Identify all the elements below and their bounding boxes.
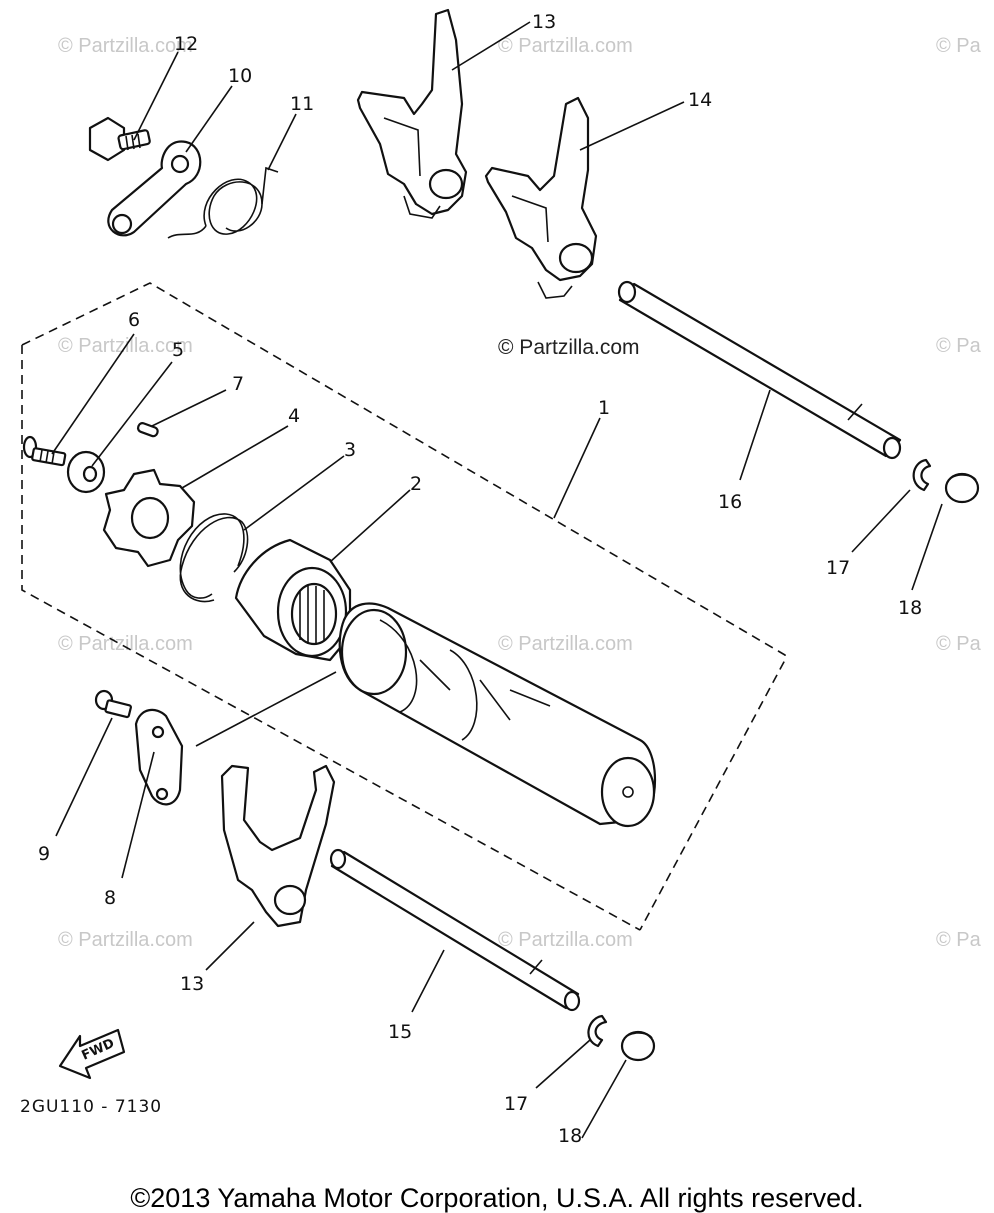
callout-17: 17 [504, 1093, 528, 1115]
screw-9 [94, 689, 132, 719]
shift-fork-13-top [356, 8, 468, 219]
watermark: © Partzilla.com [58, 929, 193, 951]
plug-18-bottom [620, 1030, 656, 1062]
guide-bar-16 [617, 280, 902, 460]
watermark: © Pa [936, 633, 982, 655]
shift-fork-13-bottom [220, 764, 336, 928]
assembly-outline [21, 282, 786, 931]
callout-5: 5 [172, 339, 184, 361]
fwd-arrow-icon: FWD [58, 1028, 126, 1080]
shift-fork-14 [484, 96, 598, 299]
callout-9: 9 [38, 843, 50, 865]
callout-18: 18 [898, 597, 922, 619]
screw-6 [22, 435, 67, 467]
callout-15: 15 [388, 1021, 412, 1043]
callout-6: 6 [128, 309, 140, 331]
callout-13: 13 [532, 11, 556, 33]
circlip-17-bottom [587, 1014, 608, 1048]
spring-11 [167, 166, 279, 239]
callout-numbers: 12 10 11 13 14 6 5 7 4 3 2 1 16 17 18 9 … [38, 11, 922, 1147]
watermark: © Partzilla.com [498, 929, 633, 951]
circlip-3 [179, 513, 249, 603]
watermark: © Partzilla.com [498, 633, 633, 655]
watermark: © Pa [936, 929, 982, 951]
circlip-17-right [912, 458, 932, 492]
callout-11: 11 [290, 93, 314, 115]
callout-3: 3 [344, 439, 356, 461]
callout-17: 17 [826, 557, 850, 579]
plate-8 [134, 708, 184, 806]
watermark: © Pa [936, 35, 982, 57]
callout-14: 14 [688, 89, 712, 111]
shift-drum-1 [338, 602, 656, 828]
watermark: © Pa [936, 335, 982, 357]
callout-1: 1 [598, 397, 610, 419]
callout-12: 12 [174, 33, 198, 55]
plug-18-right [944, 472, 980, 504]
callout-7: 7 [232, 373, 244, 395]
callout-16: 16 [718, 491, 742, 513]
callout-4: 4 [288, 405, 300, 427]
leader-lines [51, 21, 943, 1139]
callout-10: 10 [228, 65, 252, 87]
watermark-center: © Partzilla.com [498, 336, 640, 359]
drawing-code: 2GU110 - 7130 [20, 1097, 162, 1117]
watermark: © Partzilla.com [498, 35, 633, 57]
stopper-lever-10 [107, 140, 202, 237]
callout-8: 8 [104, 887, 116, 909]
segment-4 [102, 468, 196, 568]
guide-bar-15 [329, 848, 581, 1012]
pin-7 [136, 422, 159, 438]
copyright-notice: ©2013 Yamaha Motor Corporation, U.S.A. A… [130, 1183, 864, 1213]
callout-18: 18 [558, 1125, 582, 1147]
bearing-2 [234, 538, 352, 662]
watermark: © Partzilla.com [58, 633, 193, 655]
watermark: © Partzilla.com [58, 35, 193, 57]
callout-2: 2 [410, 473, 422, 495]
callout-13: 13 [180, 973, 204, 995]
